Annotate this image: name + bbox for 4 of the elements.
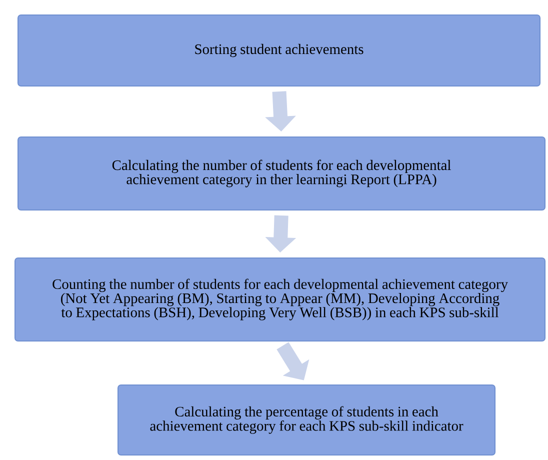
process-box: Sorting student achievements: [18, 14, 540, 86]
process-box: Calculating the percentage of students in each achievement category for each KPS sub-skill indicator: [118, 384, 496, 456]
process-box: Counting the number of students for each developmental achievement category (Not Yet Appearing (BM), Starting to Appear (MM), Developing According to Expectations (BSH), Developing Very Well (BSB)) in each KPS sub-skill: [14, 258, 546, 342]
process-box: Calculating the number of students for each developmental achievement category in ther learningi Report (LPPA): [18, 136, 546, 210]
